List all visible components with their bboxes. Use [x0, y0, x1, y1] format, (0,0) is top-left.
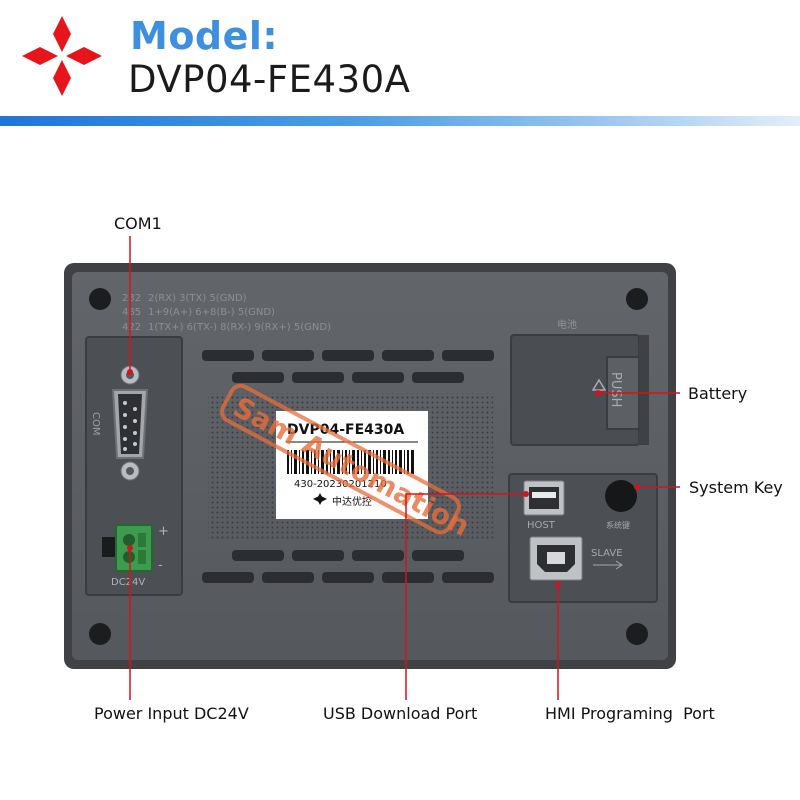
rs422-pins: 1(TX+) 6(TX-) 8(RX-) 9(RX+) 5(GND)	[148, 322, 331, 333]
power-label: DC24V	[111, 577, 145, 588]
callout-battery: Battery	[688, 384, 748, 403]
power-minus-label: -	[158, 558, 163, 573]
rs232-pins: 2(RX) 3(TX) 5(GND)	[148, 293, 247, 304]
callout-lines	[129, 236, 680, 700]
power-terminal-connector	[102, 524, 153, 572]
sticker-serial: 430-20230201210	[294, 479, 387, 490]
callout-system-key: System Key	[689, 478, 783, 497]
model-sticker: DVP04-FE430A 430-20230201210 中达优控	[276, 411, 428, 519]
callout-com1: COM1	[114, 214, 162, 233]
sticker-brand: 中达优控	[332, 495, 372, 508]
com-port-label: COM	[90, 412, 101, 435]
host-label: HOST	[527, 520, 556, 531]
rs232-label: 232	[122, 293, 141, 304]
system-key-label: 系统键	[606, 520, 630, 530]
model-number: DVP04-FE430A	[128, 58, 411, 101]
ports-panel: HOST 系统键 SLAVE	[508, 473, 658, 603]
callout-power-input: Power Input DC24V	[94, 704, 249, 723]
rs485-label: 485	[122, 307, 141, 318]
callout-dots	[127, 369, 640, 588]
battery-compartment: 电池 PUSH	[510, 318, 649, 446]
rs485-pins: 1+9(A+) 6+8(B-) 5(GND)	[148, 307, 275, 318]
header-gradient-bar	[0, 116, 800, 126]
power-plus-label: +	[158, 524, 169, 539]
four-diamond-logo-icon	[22, 16, 102, 96]
pinout-legend: 232 2(RX) 3(TX) 5(GND) 485 1+9(A+) 6+8(B…	[122, 293, 331, 333]
callout-usb-download: USB Download Port	[323, 704, 478, 723]
slave-label: SLAVE	[591, 548, 623, 559]
corner-holes	[89, 288, 648, 645]
push-label: PUSH	[608, 372, 623, 407]
model-label: Model:	[130, 14, 279, 58]
battery-label: 电池	[557, 318, 577, 331]
rs422-label: 422	[122, 322, 141, 333]
vent-slots	[202, 350, 494, 583]
sticker-brand-icon	[313, 493, 327, 505]
usb-symbol-icon	[593, 560, 623, 570]
callout-hmi-programming: HMI Programing Port	[545, 704, 715, 723]
com1-db9-connector	[111, 365, 149, 481]
